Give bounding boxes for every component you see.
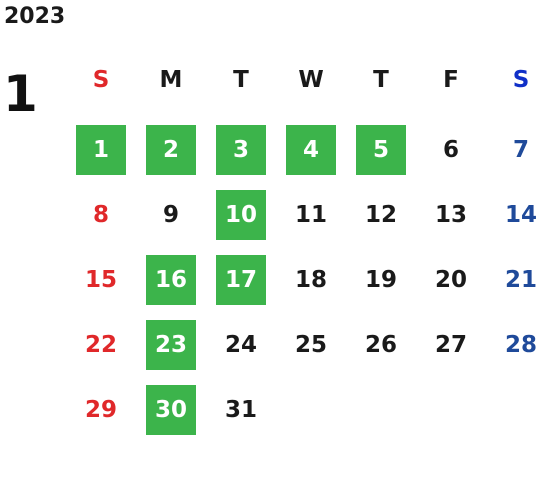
day-cell-31[interactable]: 31 — [224, 397, 257, 423]
day-cell-22[interactable]: 22 — [84, 332, 117, 358]
day-cell-7[interactable]: 7 — [512, 137, 529, 163]
weekday-header-wednesday: W — [298, 67, 324, 93]
day-cell-17[interactable]: 17 — [216, 255, 266, 305]
day-cell-15[interactable]: 15 — [84, 267, 117, 293]
day-cell-28[interactable]: 28 — [504, 332, 537, 358]
day-cell-20[interactable]: 20 — [434, 267, 467, 293]
day-cell-4[interactable]: 4 — [286, 125, 336, 175]
weekday-header-monday: M — [159, 67, 183, 93]
day-cell-11[interactable]: 11 — [294, 202, 327, 228]
day-cell-16[interactable]: 16 — [146, 255, 196, 305]
day-cell-18[interactable]: 18 — [294, 267, 327, 293]
day-cell-1[interactable]: 1 — [76, 125, 126, 175]
weekday-header-thursday: T — [373, 67, 389, 93]
day-cell-29[interactable]: 29 — [84, 397, 117, 423]
year-label: 2023 — [4, 4, 66, 29]
day-cell-8[interactable]: 8 — [92, 202, 109, 228]
weekday-header-tuesday: T — [233, 67, 249, 93]
day-cell-9[interactable]: 9 — [162, 202, 179, 228]
day-cell-19[interactable]: 19 — [364, 267, 397, 293]
weekday-header-friday: F — [443, 67, 459, 93]
weekday-header-sunday: S — [92, 67, 110, 93]
day-cell-25[interactable]: 25 — [294, 332, 327, 358]
day-cell-12[interactable]: 12 — [364, 202, 397, 228]
day-cell-5[interactable]: 5 — [356, 125, 406, 175]
day-cell-24[interactable]: 24 — [224, 332, 257, 358]
day-cell-27[interactable]: 27 — [434, 332, 467, 358]
weekday-header-saturday: S — [512, 67, 530, 93]
day-cell-13[interactable]: 13 — [434, 202, 467, 228]
day-cell-30[interactable]: 30 — [146, 385, 196, 435]
day-cell-3[interactable]: 3 — [216, 125, 266, 175]
day-cell-26[interactable]: 26 — [364, 332, 397, 358]
month-label: 1 — [3, 65, 38, 123]
day-cell-2[interactable]: 2 — [146, 125, 196, 175]
day-cell-14[interactable]: 14 — [504, 202, 537, 228]
day-cell-6[interactable]: 6 — [442, 137, 459, 163]
day-cell-23[interactable]: 23 — [146, 320, 196, 370]
day-cell-21[interactable]: 21 — [504, 267, 537, 293]
day-cell-10[interactable]: 10 — [216, 190, 266, 240]
